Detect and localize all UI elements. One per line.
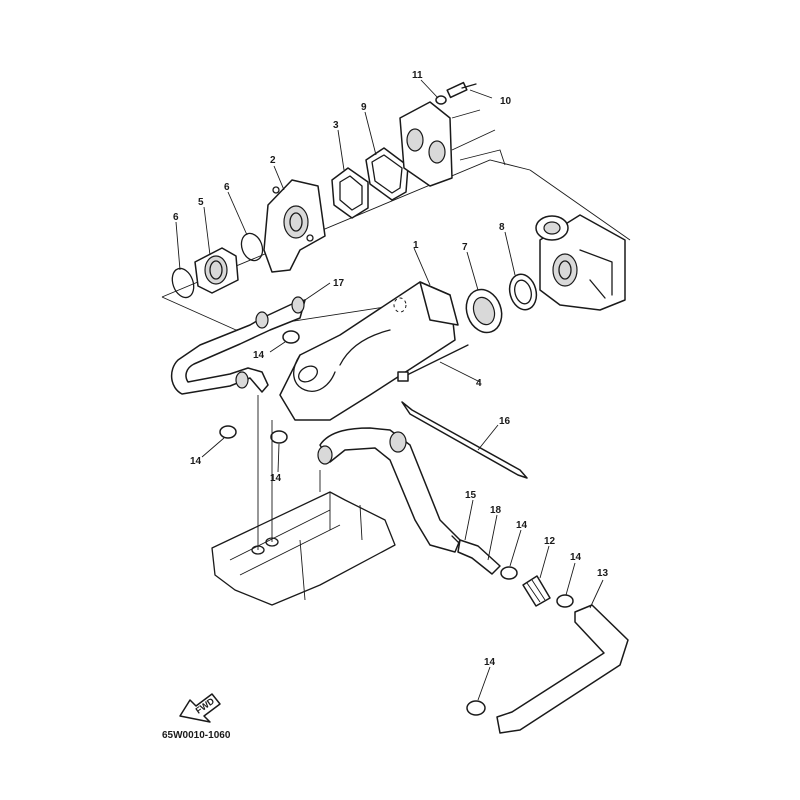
washer-11	[435, 95, 447, 105]
gasket-8	[508, 273, 538, 311]
callout-9: 9	[361, 102, 367, 113]
callout-7: 7	[462, 242, 468, 253]
callout-3: 3	[333, 120, 339, 131]
engine-block	[211, 395, 396, 606]
callout-12: 12	[544, 536, 556, 547]
callout-14-d: 14	[516, 520, 528, 531]
callout-14-e: 14	[570, 552, 582, 563]
callout-5: 5	[198, 197, 204, 208]
hose-17	[170, 296, 306, 395]
callout-4: 4	[476, 378, 482, 389]
diagram-part-code: 65W0010-1060	[162, 730, 231, 741]
callout-2: 2	[270, 155, 276, 166]
carburetor-8	[535, 214, 626, 311]
callout-16: 16	[499, 416, 511, 427]
nipple-12	[522, 575, 551, 607]
callout-14-a: 14	[253, 350, 265, 361]
clamp-14-c	[270, 430, 288, 444]
callout-14-f: 14	[484, 657, 496, 668]
gasket-3	[331, 167, 369, 219]
callout-10: 10	[500, 96, 512, 107]
gasket-9	[365, 147, 409, 201]
callout-11: 11	[412, 70, 423, 81]
gasket-6-left	[171, 267, 195, 299]
cable-tie-16	[401, 401, 528, 479]
callout-13: 13	[597, 568, 609, 579]
gasket-6-right	[240, 232, 264, 262]
callouts: 1 2 3 4 5 6 6 7 8 9 10 11 12 13 14 14 14…	[173, 70, 609, 668]
leader-lines	[175, 79, 604, 701]
bolt-10	[446, 81, 477, 99]
bolt-4	[397, 344, 469, 382]
tube-18	[457, 539, 501, 575]
callout-6-left: 6	[173, 212, 179, 223]
callout-17: 17	[333, 278, 345, 289]
hose-13	[496, 604, 629, 734]
hose-15	[317, 427, 469, 553]
holder-7	[465, 288, 503, 334]
forward-arrow-icon: FWD	[179, 693, 221, 723]
callout-18: 18	[490, 505, 502, 516]
clamp-14-b	[219, 425, 237, 439]
spacer-5	[194, 247, 239, 294]
intake-manifold-2	[263, 179, 326, 273]
clamp-14-d	[500, 566, 518, 580]
callout-1: 1	[413, 240, 419, 251]
intake-silencer-1	[279, 281, 459, 421]
clamp-14-e	[556, 594, 574, 608]
intake-plate	[399, 101, 506, 187]
callout-6-right: 6	[224, 182, 230, 193]
callout-8: 8	[499, 222, 505, 233]
callout-14-b: 14	[190, 456, 202, 467]
callout-14-c: 14	[270, 473, 282, 484]
clamp-14-a	[282, 330, 300, 344]
clamp-14-f	[466, 700, 486, 716]
callout-15: 15	[465, 490, 477, 501]
